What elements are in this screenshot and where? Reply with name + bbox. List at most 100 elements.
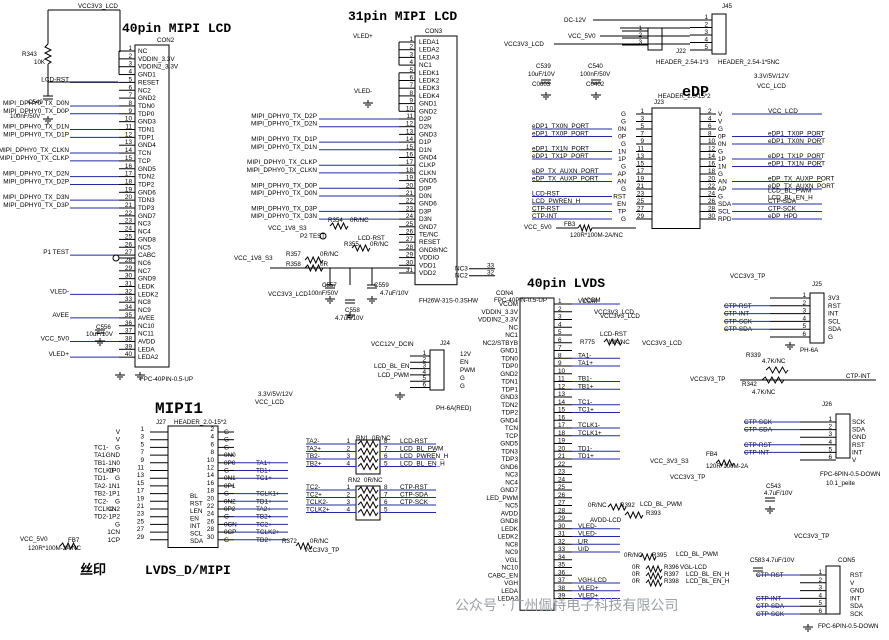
j23-right-num: 2 bbox=[708, 108, 712, 115]
con3-net-label: MIPI_DPHY0_TX_D0N bbox=[251, 190, 317, 197]
con2-pin-name: NC10 bbox=[138, 323, 155, 330]
con4-pin-num: 35 bbox=[558, 562, 566, 569]
j27-left-name: 1N1 bbox=[108, 483, 120, 490]
r343-resistor-icon bbox=[43, 43, 53, 65]
con2-pin-name: GND6 bbox=[138, 189, 156, 196]
j27-left-num: 1 bbox=[140, 426, 144, 433]
con3-pin-num: 2 bbox=[409, 44, 413, 51]
label-vcc33tp3: VCC3V3_TP bbox=[670, 474, 705, 481]
con3-pin-num: 5 bbox=[409, 67, 413, 74]
con4-net-label: TA1- bbox=[578, 352, 591, 359]
j25-header-body bbox=[809, 292, 825, 344]
j27-left-name: 1N2 bbox=[108, 506, 120, 513]
con2-pin-name: TDP3 bbox=[138, 205, 155, 212]
con2-pin-num: 5 bbox=[128, 76, 132, 83]
j27-part: HEADER_2.0-15*2 bbox=[174, 419, 227, 426]
label-ctpint: CTP-INT bbox=[846, 373, 871, 380]
label-c559v: 4.7uF/10V bbox=[380, 290, 409, 297]
rn1-left-net: TA2+ bbox=[306, 446, 321, 453]
con2-net-label: MIPI_DPHY0_TX_D0P bbox=[3, 108, 69, 115]
con4-net-label: VCOM bbox=[578, 298, 597, 305]
con4-pin-name: NC10 bbox=[502, 565, 519, 572]
j23-right-num: 20 bbox=[708, 176, 716, 183]
j27-mid-name: EN bbox=[190, 516, 199, 523]
j25-pin-num: 1 bbox=[802, 292, 806, 299]
j27-left-name: 1P0 bbox=[109, 468, 121, 475]
j23-right-name: V bbox=[718, 119, 723, 126]
rn1-left-num: 4 bbox=[346, 461, 350, 468]
con4-pin-name: LED_PWM bbox=[486, 495, 518, 502]
label-vcclcd1: VCC_LCD bbox=[757, 83, 786, 90]
con2-pin-name: NC11 bbox=[138, 331, 154, 338]
j23-right-name: 1P bbox=[718, 156, 726, 163]
con4-pin-name: TDN0 bbox=[501, 355, 518, 362]
con5-pin-num: 1 bbox=[818, 569, 822, 576]
label-r392: R392 bbox=[620, 502, 635, 509]
con2-pin-name: LEDK bbox=[138, 284, 155, 291]
label-vcc5c: VCC_5V0 bbox=[20, 536, 48, 543]
con2-pin-num: 40 bbox=[125, 351, 133, 358]
con2-pin-name: GND4 bbox=[138, 142, 156, 149]
j27-right-num: 24 bbox=[207, 511, 215, 518]
con2-pin-num: 7 bbox=[128, 92, 132, 99]
con4-pin-num: 8 bbox=[558, 352, 562, 359]
r395-resistor-icon bbox=[639, 552, 657, 562]
j45-pin-num: 2 bbox=[704, 22, 708, 29]
con3-pin-name: LEDK3 bbox=[419, 85, 440, 92]
con3-pin-num: 11 bbox=[406, 113, 413, 120]
label-ph6ar: PH-6A(RED) bbox=[436, 405, 471, 412]
con3-pin-name: D1N bbox=[419, 147, 432, 154]
con2-pin-name: NC6 bbox=[138, 260, 151, 267]
con4-pin-num: 1 bbox=[558, 298, 562, 305]
label-c543v: 4.7uF/10V bbox=[764, 490, 793, 497]
j23-right-name: G bbox=[718, 126, 723, 133]
j26-pin-num: 2 bbox=[828, 424, 832, 431]
con2-net-label: MIPI_DPHY0_TX_D1P bbox=[3, 131, 69, 138]
j23-right-name: SDA bbox=[718, 201, 732, 208]
j23-left-num: 27 bbox=[637, 206, 645, 213]
con4-pin-num: 23 bbox=[558, 469, 566, 476]
j24-pin-num: 1 bbox=[422, 350, 426, 357]
con2-pin-num: 36 bbox=[125, 320, 133, 327]
label-en: EN bbox=[460, 359, 469, 366]
con3-pin-num: 8 bbox=[409, 90, 413, 97]
j23-left-net-label: CTP-INT bbox=[532, 213, 557, 220]
con3-pin-name: CLKN bbox=[419, 170, 436, 177]
con4-net-label: VLED+ bbox=[578, 585, 599, 592]
con3-net-label: MIPI_DPHY0_TX_CLKP bbox=[247, 159, 317, 166]
label-c556: C556 bbox=[96, 324, 111, 331]
label-pwm: PWM bbox=[460, 367, 475, 374]
j27-mid-name: BL bbox=[190, 493, 198, 500]
con2-pin-num: 22 bbox=[125, 210, 133, 217]
con4-net-label: TD1- bbox=[578, 445, 592, 452]
con4-pin-name: VCOM bbox=[499, 301, 518, 308]
con4-pin-num: 37 bbox=[558, 577, 566, 584]
con3-pin-name: D0P bbox=[419, 185, 431, 192]
label-fb3v: 120R*100M-2A/NC bbox=[570, 232, 623, 239]
j23-left-net-label: eDP1_TX1N_PORT bbox=[532, 146, 589, 153]
label-c540p: C0402 bbox=[586, 81, 605, 88]
label-vcc33s3: VCC_3V3_S3 bbox=[650, 458, 689, 465]
j23-left-name: RST bbox=[613, 194, 626, 201]
con4-part: FPC-40PIN-0.5-UP bbox=[494, 297, 547, 304]
p2-test-point-icon bbox=[319, 232, 327, 240]
con5-pin-num: 3 bbox=[818, 585, 822, 592]
con3-pin-num: 27 bbox=[406, 236, 414, 243]
j23-right-net-label: eDP1_TX1P_PORT bbox=[768, 153, 825, 160]
con2-pin-num: 8 bbox=[128, 100, 132, 107]
con5-pin-name: SCK bbox=[850, 611, 864, 618]
j23-right-name: AN bbox=[718, 179, 727, 186]
con2-pin-num: 27 bbox=[125, 249, 133, 256]
con3-pin-name: LEDA2 bbox=[419, 47, 440, 54]
con4-pin-num: 34 bbox=[558, 554, 566, 561]
label-r357: R357 bbox=[286, 251, 301, 258]
label-r395: R395 bbox=[652, 552, 667, 559]
label-r392v: 0R/NC bbox=[588, 502, 607, 509]
con2-pin-name: AVDD bbox=[138, 338, 156, 345]
con3-pin-num: 12 bbox=[406, 121, 414, 128]
con4-pin-num: 2 bbox=[558, 306, 562, 313]
label-vledp31: VLED+ bbox=[353, 33, 373, 40]
con4-pin-name: GND7 bbox=[500, 487, 518, 494]
rn1-left-num: 1 bbox=[346, 438, 350, 445]
